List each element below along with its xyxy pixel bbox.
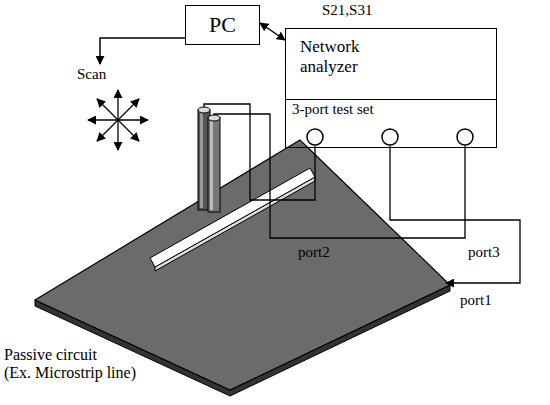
box-text: 3-port test set bbox=[292, 101, 490, 118]
circuit-label: Passive circuit (Ex. Microstrip line) bbox=[4, 346, 142, 383]
probe-top bbox=[208, 115, 220, 121]
box-text: PC bbox=[209, 12, 236, 37]
port-label: port2 bbox=[298, 244, 330, 261]
s-parameter-label: S21,S31 bbox=[322, 2, 372, 19]
label-text: port3 bbox=[468, 244, 500, 261]
probe-cable bbox=[204, 104, 315, 200]
port-connector bbox=[307, 129, 323, 145]
circuit-board bbox=[35, 140, 450, 390]
analyzer-box: Network analyzer 3-port test set bbox=[285, 28, 497, 148]
scan-direction-arrow bbox=[97, 99, 139, 141]
probe-highlight bbox=[200, 112, 203, 208]
port-connector bbox=[457, 129, 473, 145]
probe bbox=[208, 118, 220, 212]
port-connector bbox=[382, 129, 398, 145]
box-text: Network analyzer bbox=[300, 37, 400, 76]
test-set-section: 3-port test set bbox=[286, 99, 496, 147]
label-text: Scan bbox=[77, 66, 106, 83]
link-arrow bbox=[260, 23, 285, 40]
computer-box: PC bbox=[185, 5, 260, 45]
label-text: Passive circuit (Ex. Microstrip line) bbox=[4, 346, 142, 383]
probe-top bbox=[198, 107, 210, 113]
label-text: port1 bbox=[460, 292, 492, 309]
label-text: port2 bbox=[298, 244, 330, 261]
scan-arrow bbox=[100, 38, 185, 64]
port-cable bbox=[390, 146, 520, 283]
microstrip-line bbox=[150, 168, 315, 267]
scan-label: Scan bbox=[77, 66, 106, 83]
port-label: port1 bbox=[460, 292, 492, 309]
port-label: port3 bbox=[468, 244, 500, 261]
scan-direction-arrow bbox=[97, 99, 139, 141]
microstrip-side bbox=[155, 177, 315, 271]
probe-highlight bbox=[210, 120, 213, 210]
label-text: S21,S31 bbox=[322, 2, 372, 19]
